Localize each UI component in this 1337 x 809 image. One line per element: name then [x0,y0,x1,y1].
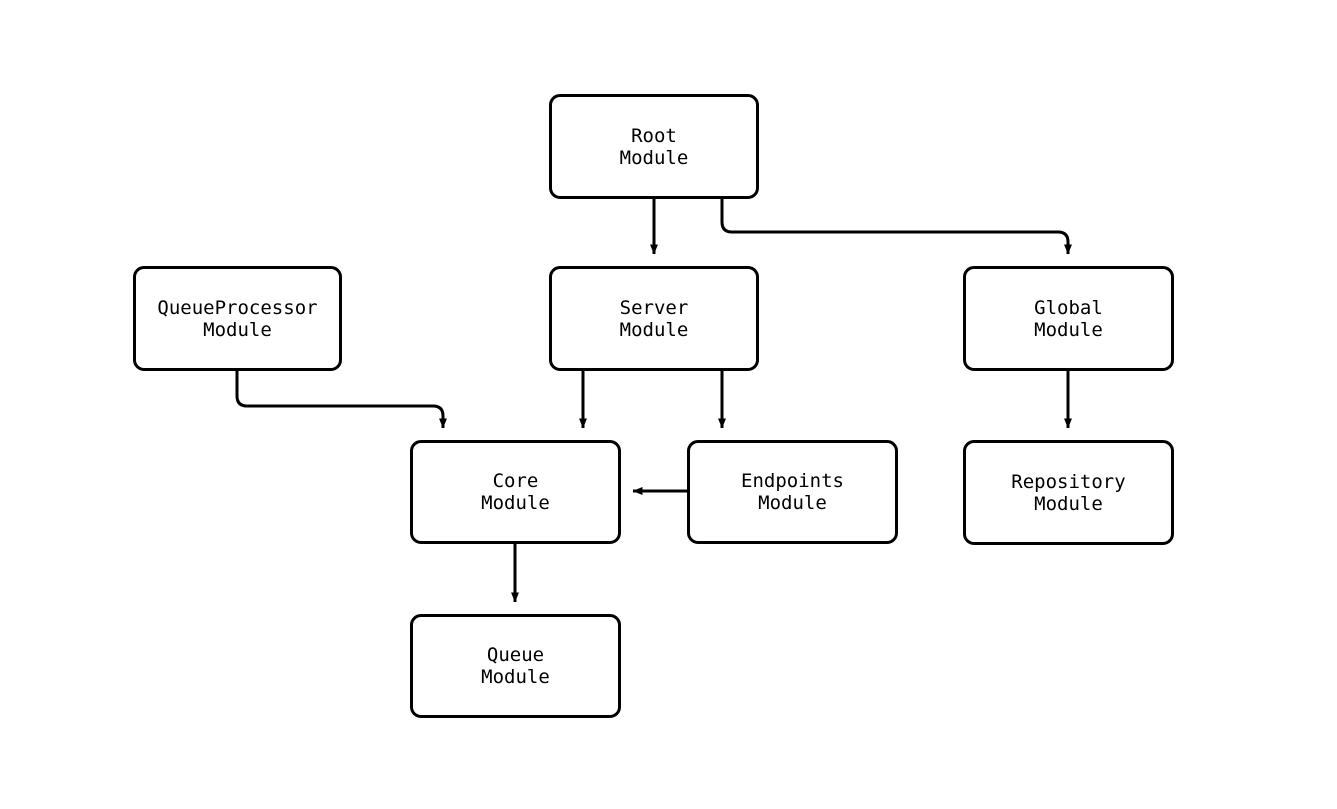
node-core-module-line2: Module [481,492,550,514]
node-root-module-line1: Root [631,124,677,147]
edge-queueprocessor-to-core [235,371,447,429]
node-server-module-line1: Server [619,296,689,319]
node-queueprocessor-module[interactable]: QueueProcessor Module [133,266,342,371]
edge-root-to-global [720,199,1072,255]
node-queue-module-line2: Module [481,666,550,688]
node-repository-module-line1: Repository [1011,470,1126,493]
node-server-module[interactable]: Server Module [549,266,759,371]
node-core-module[interactable]: Core Module [410,440,621,544]
node-endpoints-module[interactable]: Endpoints Module [687,440,898,544]
node-queueprocessor-module-line2: Module [203,318,272,341]
node-queueprocessor-module-line1: QueueProcessor [157,296,318,319]
node-root-module[interactable]: Root Module [549,94,759,199]
node-endpoints-module-line2: Module [758,492,827,514]
node-server-module-line2: Module [619,318,689,341]
node-core-module-line1: Core [492,470,539,492]
node-repository-module[interactable]: Repository Module [963,440,1174,545]
node-queue-module-line1: Queue [486,644,545,666]
node-endpoints-module-line1: Endpoints [741,470,844,492]
node-global-module-line1: Global [1034,296,1103,319]
node-queue-module[interactable]: Queue Module [410,614,621,718]
node-global-module[interactable]: Global Module [963,266,1174,371]
node-repository-module-line2: Module [1034,492,1103,515]
node-global-module-line2: Module [1034,318,1103,341]
node-root-module-line2: Module [619,146,689,169]
